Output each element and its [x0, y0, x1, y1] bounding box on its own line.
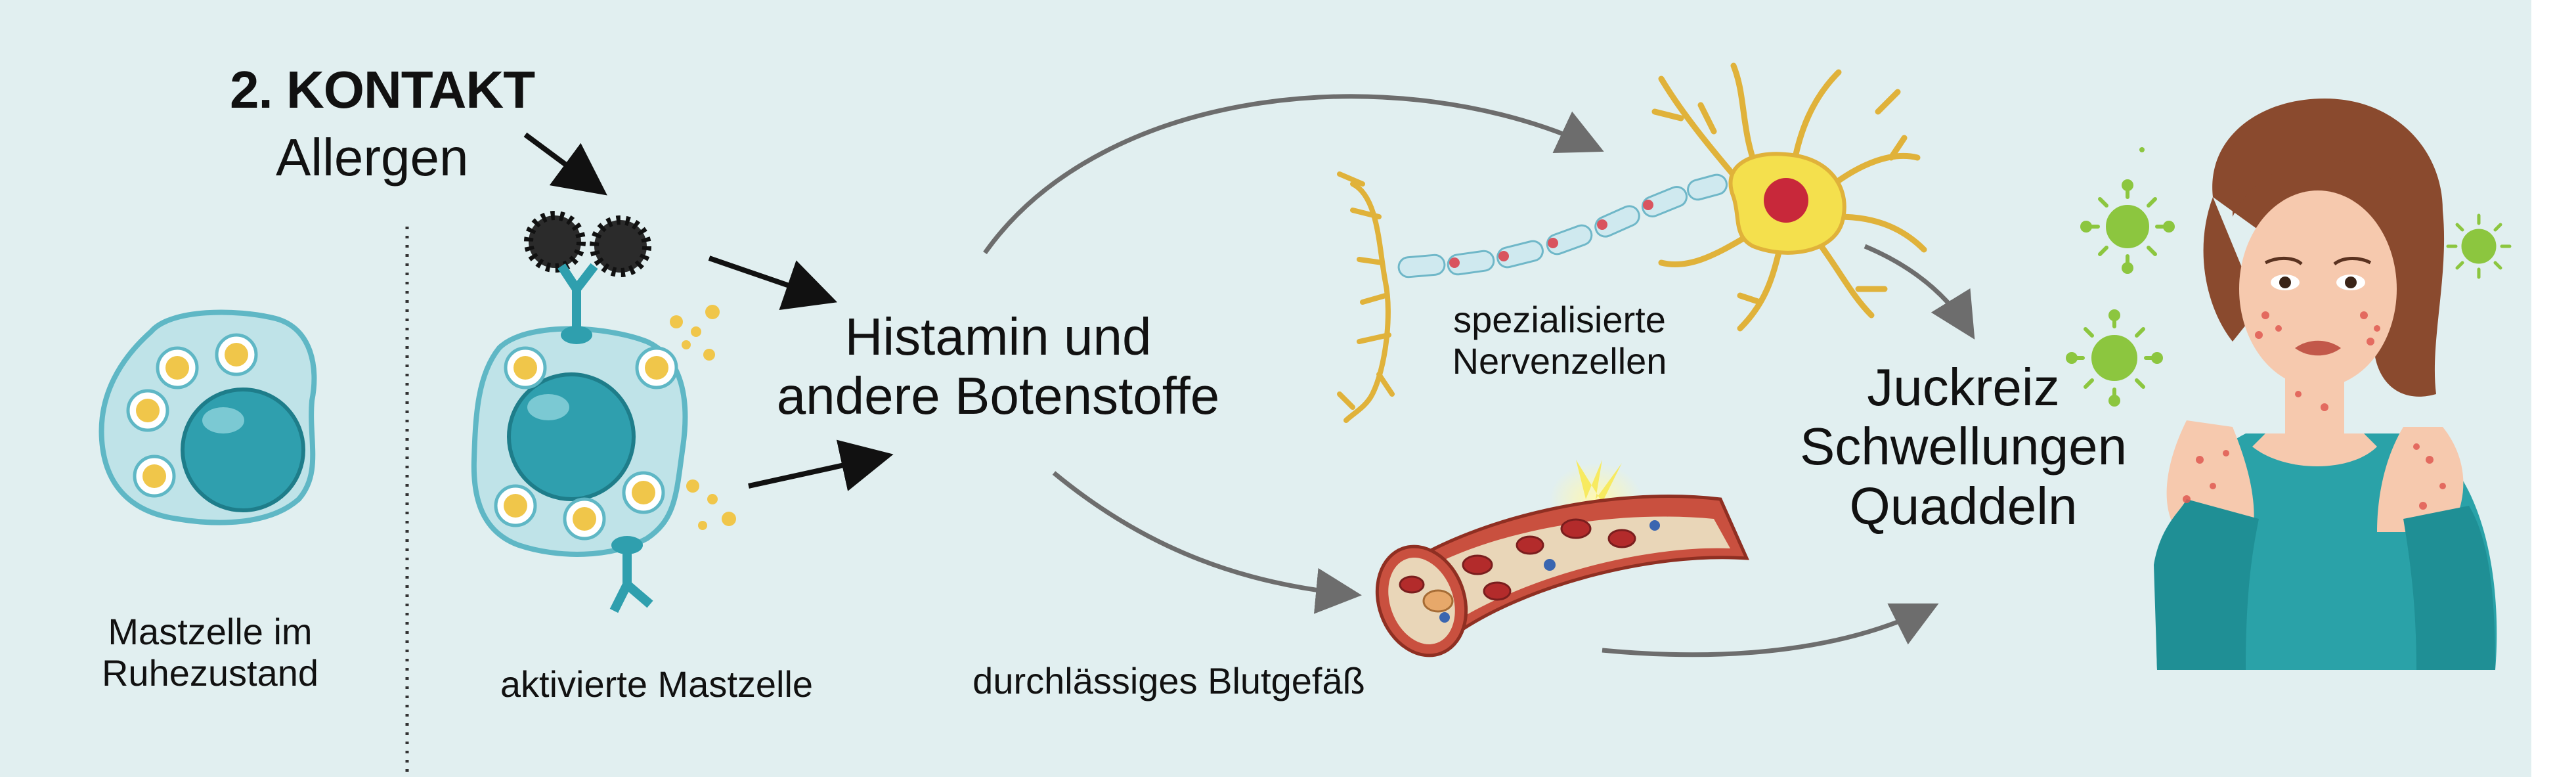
mediators-line2: andere Botenstoffe	[776, 366, 1220, 426]
arrow-to-vessel	[1052, 471, 1362, 614]
nerve-caption-line1: spezialisierte	[1453, 299, 1666, 340]
arrow-nerve-to-symptoms	[1864, 244, 1975, 340]
virus-icon	[2080, 179, 2175, 274]
allergen-label: Allergen	[276, 128, 469, 187]
mediators-line1: Histamin und	[844, 307, 1152, 366]
nerve-caption-line2: Nervenzellen	[1452, 340, 1667, 382]
virus-icon	[2446, 213, 2512, 279]
nerve-cells-caption: spezialisierte Nervenzellen	[1412, 299, 1707, 382]
symptom-wheals: Quaddeln	[1849, 476, 2078, 535]
resting-cell-caption-line2: Ruhezustand	[101, 652, 318, 694]
contact-arrow	[523, 132, 607, 196]
contact-title: 2. KONTAKT	[230, 60, 535, 119]
arrow-vessel-to-symptoms	[1602, 603, 1939, 657]
virus-icon	[2066, 309, 2163, 407]
mediators-label: Histamin und andere Botenstoffe	[775, 307, 1221, 426]
resting-cell-caption-line1: Mastzelle im	[108, 611, 313, 652]
virus-speck-icon	[2139, 147, 2145, 152]
nerve-cell-icon	[1337, 62, 1927, 423]
resting-mast-cell-icon	[98, 309, 317, 525]
symptoms-label: Juckreiz Schwellungen Quaddeln	[1799, 358, 2128, 536]
activated-mast-cell-icon	[471, 263, 736, 613]
activated-mast-cell-caption: aktivierte Mastzelle	[500, 663, 814, 705]
blood-vessel-caption: durchlässiges Blutgefäß	[972, 660, 1365, 701]
symptom-itching: Juckreiz	[1867, 358, 2060, 416]
allergic-woman-illustration	[2154, 99, 2497, 670]
release-arrow-top	[708, 255, 838, 310]
release-arrow-bottom	[748, 439, 894, 491]
symptom-swelling: Schwellungen	[1799, 417, 2128, 476]
blood-vessel-icon	[1375, 460, 1749, 657]
arrow-to-nerve	[983, 94, 1604, 255]
resting-mast-cell-caption: Mastzelle im Ruhezustand	[79, 611, 341, 694]
allergen-particles-icon	[524, 211, 651, 277]
